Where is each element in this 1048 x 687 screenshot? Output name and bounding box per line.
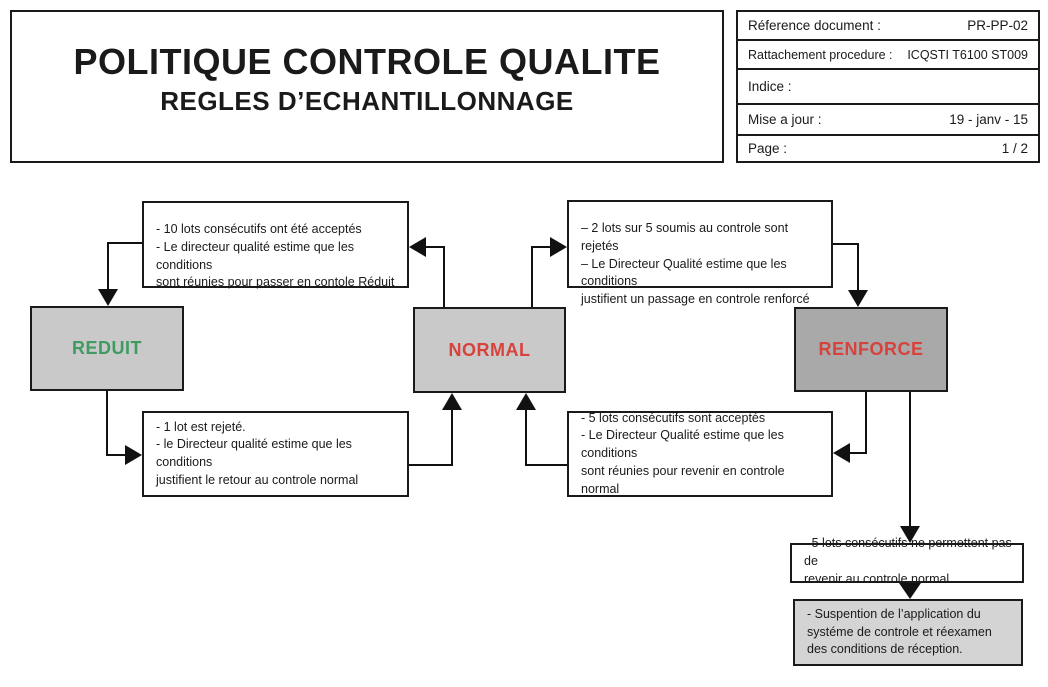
meta-label: Indice :	[748, 79, 792, 94]
meta-row-reference: Réference document : PR-PP-02	[738, 12, 1038, 41]
state-box-normal: NORMAL	[413, 307, 566, 393]
arrow-condition-to-renforce	[833, 243, 859, 290]
meta-row-rattachement: Rattachement procedure : ICQSTI T6100 ST…	[738, 41, 1038, 70]
arrowhead-up-into-normal-right	[516, 393, 536, 410]
arrowhead-down-into-reduit	[98, 289, 118, 306]
meta-label: Mise a jour :	[748, 112, 822, 127]
meta-label: Rattachement procedure :	[748, 47, 893, 62]
arrowhead-right-into-renforce-condition	[550, 237, 567, 257]
meta-label: Réference document :	[748, 18, 881, 33]
condition-box-suspension: - Suspention de l’application du systéme…	[793, 599, 1023, 666]
arrowhead-left-into-reduit-condition	[409, 237, 426, 257]
state-box-reduit: REDUIT	[30, 306, 184, 391]
arrow-condition-to-normal-right	[525, 410, 567, 466]
condition-box-to-reduit: - 10 lots consécutifs ont été acceptés -…	[142, 201, 409, 289]
condition-box-reduit-to-normal: - 1 lot est rejeté. - le Directeur quali…	[142, 411, 409, 497]
arrow-renforce-to-condition	[850, 392, 867, 454]
meta-row-indice: Indice :	[738, 70, 1038, 105]
condition-box-renforce-to-normal: - 5 lots consécutifs sont acceptés - Le …	[567, 411, 833, 497]
condition-box-to-renforce: – 2 lots sur 5 soumis au controle sont r…	[567, 200, 833, 306]
arrowhead-right-into-reduit-exit-condition	[125, 445, 142, 465]
state-label-reduit: REDUIT	[72, 338, 142, 358]
meta-value: PR-PP-02	[967, 18, 1028, 33]
meta-value: ICQSTI T6100 ST009	[907, 47, 1028, 62]
state-box-renforce: RENFORCE	[794, 307, 948, 392]
condition-box-renforce-fail: - 5 lots consécutifs ne permettent pas d…	[790, 536, 1024, 586]
arrow-normal-to-reduit-condition	[426, 246, 445, 307]
meta-value: 19 - janv - 15	[949, 112, 1028, 127]
meta-label: Page :	[748, 141, 788, 156]
page-title: POLITIQUE CONTROLE QUALITE	[73, 41, 661, 82]
arrowhead-down-into-renforce	[848, 290, 868, 307]
meta-value: 1 / 2	[1001, 141, 1028, 156]
meta-row-mise-a-jour: Mise a jour : 19 - janv - 15	[738, 105, 1038, 136]
state-label-renforce: RENFORCE	[818, 339, 924, 359]
arrow-normal-to-renforce-condition	[531, 246, 550, 307]
arrow-condition-to-reduit	[107, 242, 142, 289]
document-title-block: POLITIQUE CONTROLE QUALITE REGLES D’ECHA…	[10, 10, 724, 163]
document-meta-table: Réference document : PR-PP-02 Rattacheme…	[736, 10, 1040, 163]
arrowhead-up-into-normal-left	[442, 393, 462, 410]
state-label-normal: NORMAL	[448, 339, 531, 360]
page-subtitle: REGLES D’ECHANTILLONNAGE	[160, 85, 574, 116]
arrow-reduit-to-condition	[106, 391, 125, 456]
arrowhead-left-into-renforce-exit-condition	[833, 443, 850, 463]
arrow-condition-to-normal-left	[409, 410, 453, 466]
meta-row-page: Page : 1 / 2	[738, 136, 1038, 161]
